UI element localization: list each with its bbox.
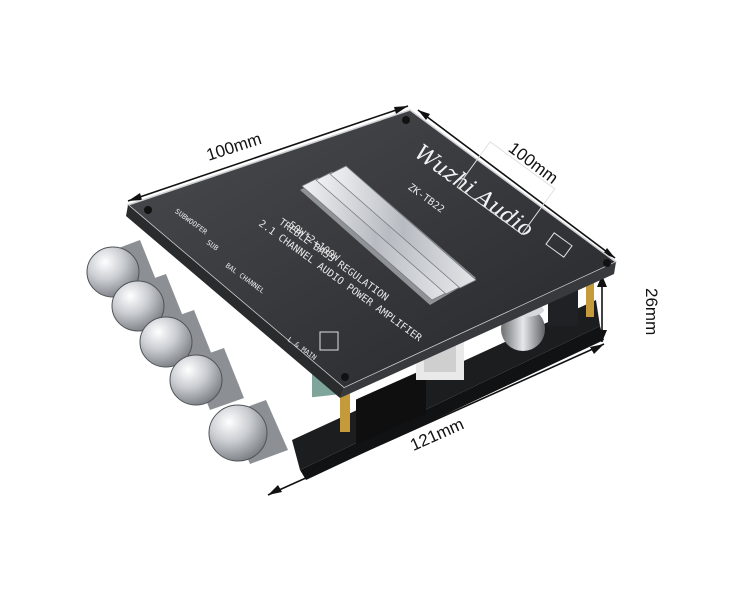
- dimension-label-top-left: 100mm: [204, 129, 264, 165]
- heatsink: [300, 165, 477, 305]
- knob-4[interactable]: [169, 348, 244, 410]
- dimension-label-height: 26mm: [642, 288, 661, 335]
- dimension-height: 26mm: [597, 275, 661, 342]
- dimension-label-top-right: 100mm: [505, 138, 562, 187]
- knob-5[interactable]: [208, 400, 288, 464]
- knobs: [86, 240, 288, 464]
